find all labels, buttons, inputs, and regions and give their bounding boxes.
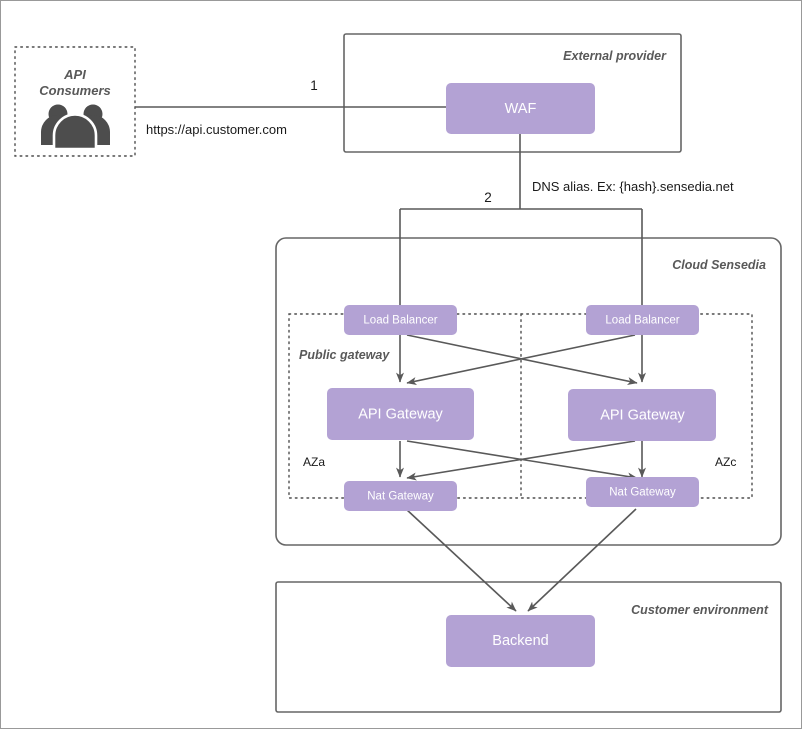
external-provider-container: External provider (343, 33, 682, 153)
nat-gateway-right-label: Nat Gateway (609, 487, 676, 499)
step-one-label: 1 (310, 78, 318, 93)
public-gateway-container: Public gateway AZa AZc (288, 313, 753, 499)
backend-node[interactable]: Backend (446, 615, 595, 667)
waf-node-label: WAF (505, 101, 537, 117)
cloud-sensedia-container: Cloud Sensedia (275, 237, 782, 546)
edge-waf-to-load-balancers (399, 134, 643, 305)
load-balancer-left-label: Load Balancer (363, 315, 437, 327)
public-gateway-label: Public gateway (299, 348, 390, 362)
az-left-label: AZa (303, 455, 325, 469)
customer-environment-container: Customer environment (275, 581, 782, 713)
external-provider-label: External provider (563, 49, 667, 63)
customer-environment-label: Customer environment (631, 603, 769, 617)
api-consumers-title-line2: Consumers (39, 83, 111, 98)
consumer-url-label: https://api.customer.com (146, 122, 287, 137)
api-gateway-right-label: API Gateway (600, 407, 685, 423)
cloud-sensedia-label: Cloud Sensedia (672, 258, 766, 272)
waf-node[interactable]: WAF (446, 83, 595, 134)
api-consumers-box: API Consumers (14, 46, 136, 157)
nat-gateway-right-node[interactable]: Nat Gateway (586, 477, 699, 507)
users-group-icon (41, 104, 110, 151)
load-balancer-right-label: Load Balancer (605, 315, 679, 327)
backend-node-label: Backend (492, 633, 548, 649)
dns-alias-label: DNS alias. Ex: {hash}.sensedia.net (532, 179, 734, 194)
edge-nat-left-to-backend (405, 508, 517, 612)
nat-gateway-left-label: Nat Gateway (367, 491, 434, 503)
load-balancer-right-node[interactable]: Load Balancer (586, 305, 699, 335)
edge-nat-right-to-backend (527, 508, 637, 612)
nat-gateway-left-node[interactable]: Nat Gateway (344, 481, 457, 511)
az-right-label: AZc (715, 455, 736, 469)
api-gateway-right-node[interactable]: API Gateway (568, 389, 716, 441)
step-two-label: 2 (484, 190, 492, 205)
api-gateway-left-label: API Gateway (358, 406, 443, 422)
edge-lb-right-to-apigw-left (406, 334, 636, 385)
edge-apigw-right-to-nat-left (406, 440, 636, 481)
load-balancer-left-node[interactable]: Load Balancer (344, 305, 457, 335)
api-gateway-left-node[interactable]: API Gateway (327, 388, 474, 440)
api-consumers-title-line1: API (63, 67, 86, 82)
